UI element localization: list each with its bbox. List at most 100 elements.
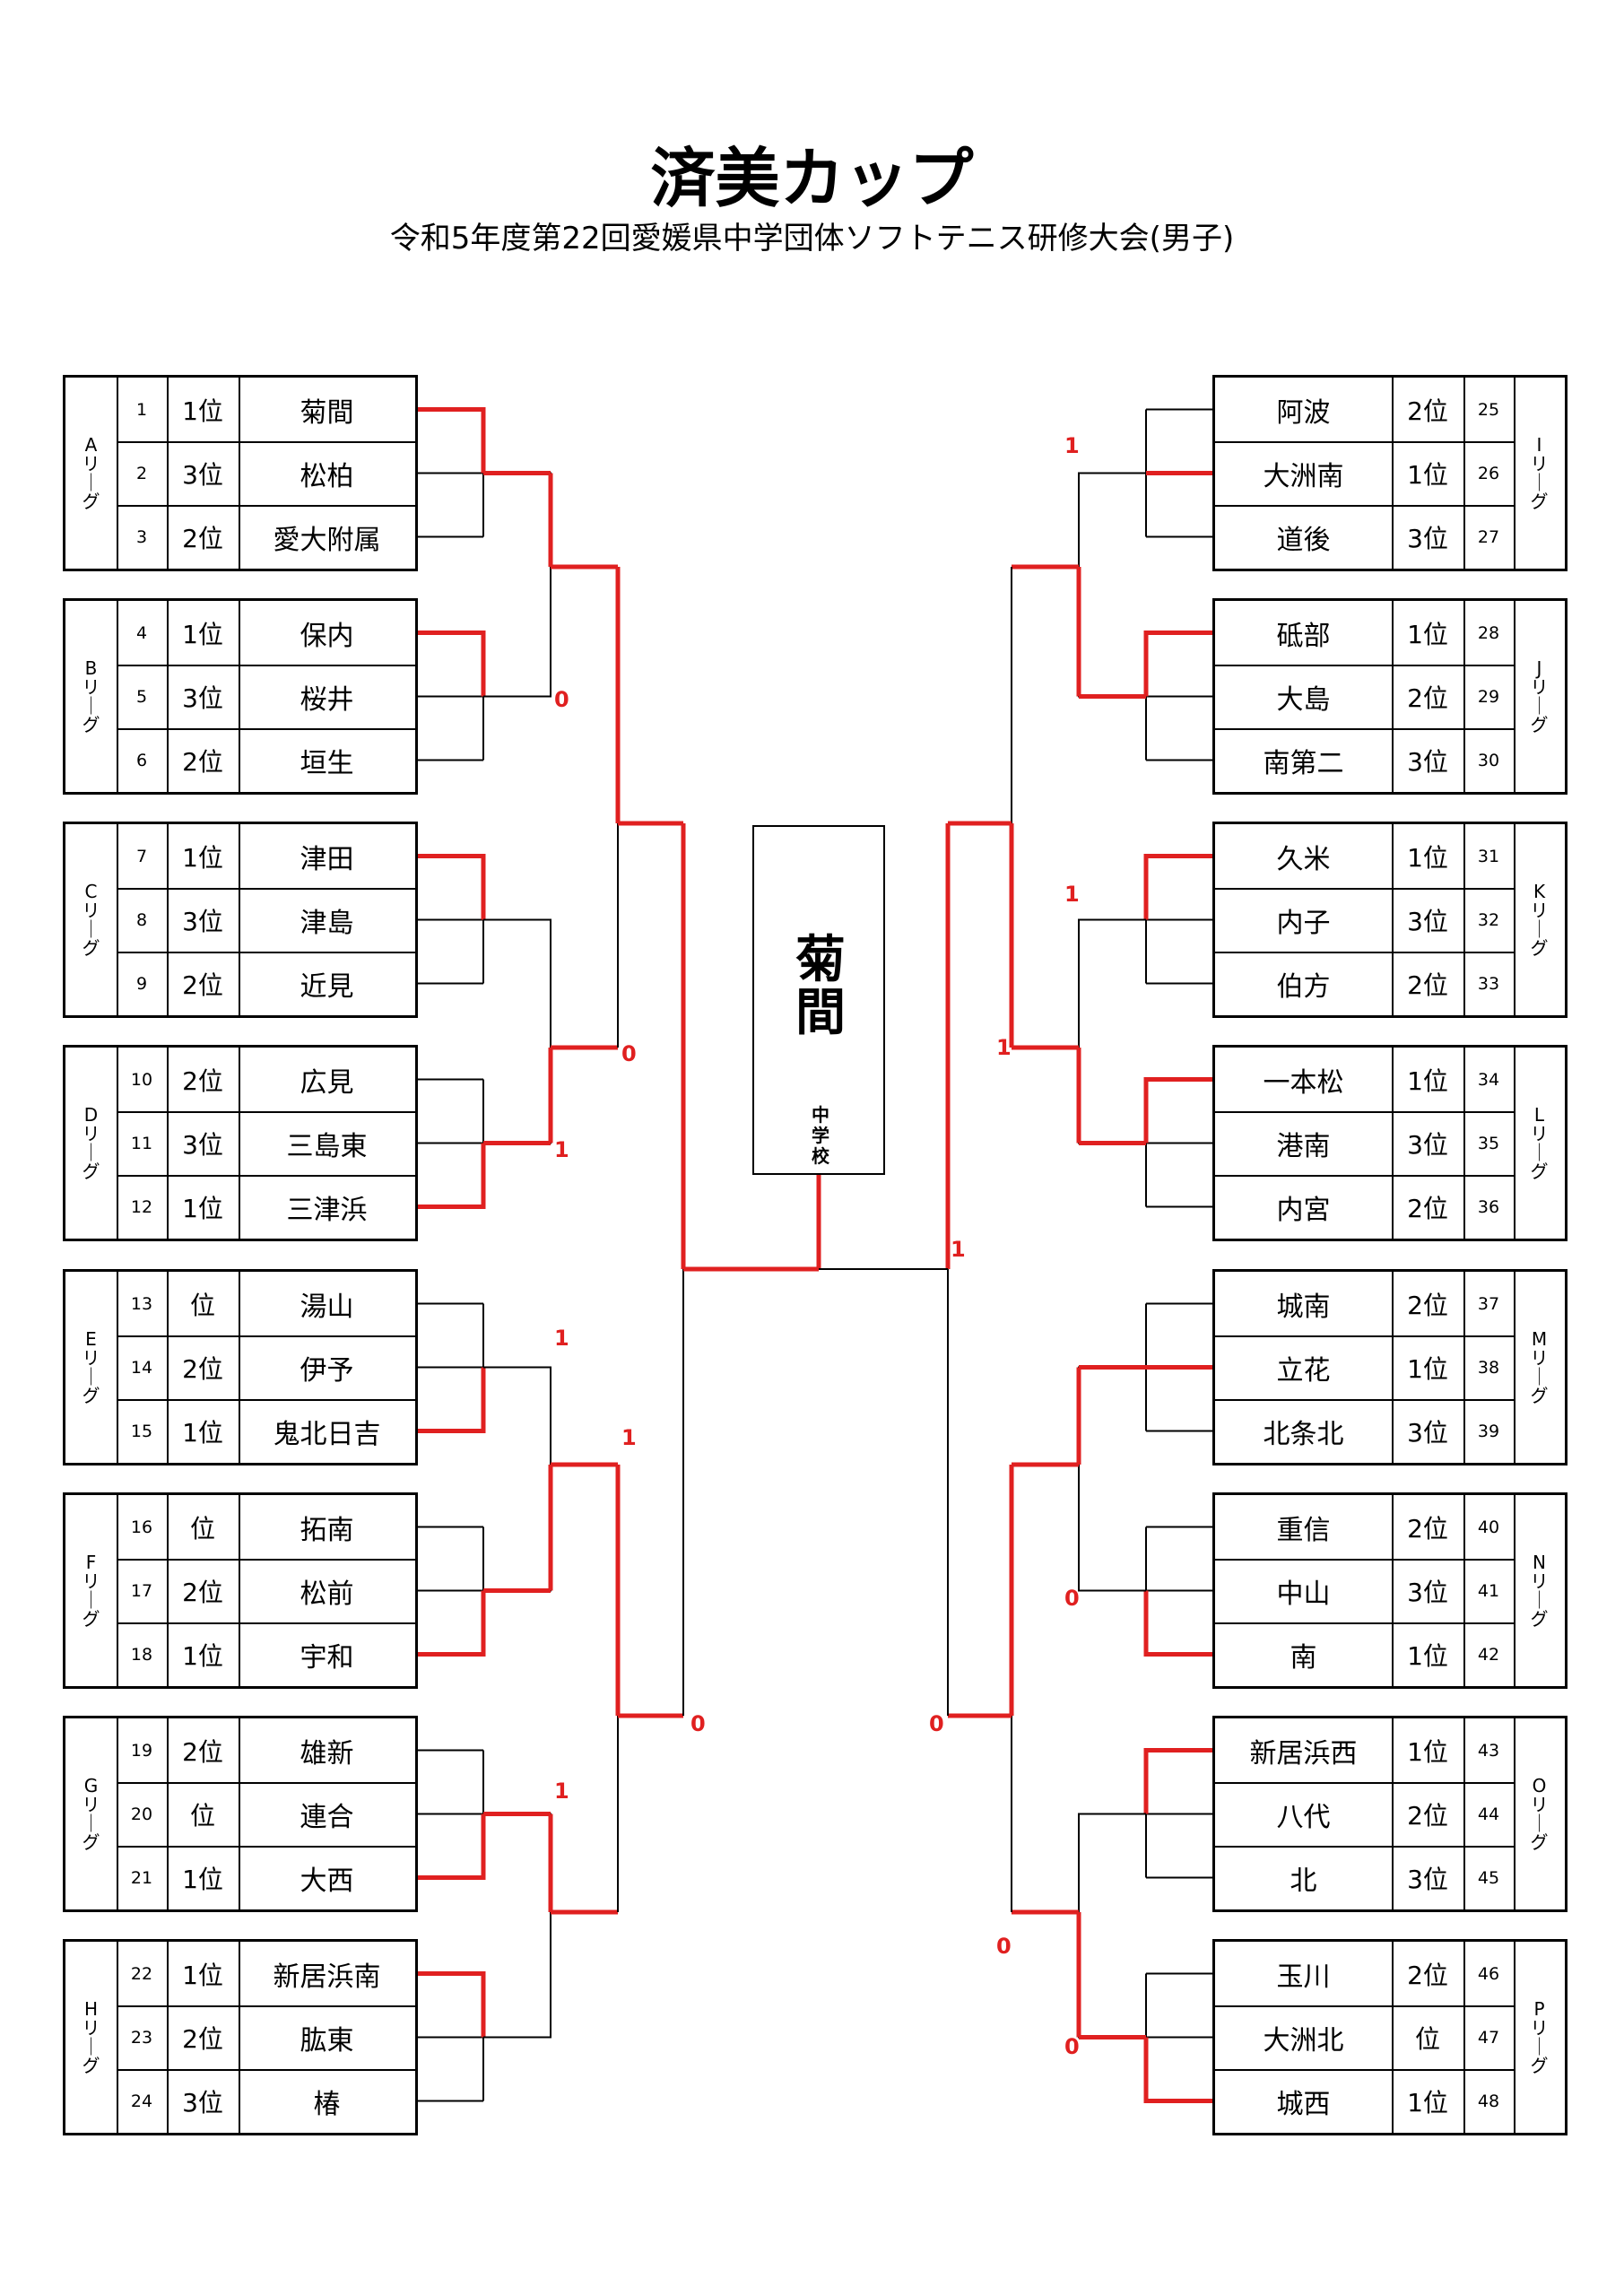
column-divider	[1514, 824, 1515, 1015]
seed-number: 7	[135, 846, 148, 866]
league-rank: 3位	[1407, 523, 1448, 553]
seed-number: 47	[1477, 2027, 1500, 2048]
champion-school-label: 中学校	[812, 1104, 829, 1167]
seed-number: 34	[1477, 1069, 1500, 1090]
league-rank: 2位	[182, 1736, 223, 1767]
column-divider	[1392, 1272, 1394, 1463]
seed-number: 42	[1477, 1644, 1500, 1665]
seed-number: 35	[1477, 1133, 1500, 1153]
seed-number: 41	[1477, 1580, 1500, 1601]
team-name: 保内	[300, 620, 354, 652]
match-score: 0	[554, 687, 569, 712]
column-divider	[117, 1048, 118, 1239]
team-name: 八代	[1276, 1801, 1331, 1833]
team-name: 城西	[1276, 2088, 1331, 2120]
team-name: 菊間	[300, 396, 354, 429]
team-name: 内子	[1276, 907, 1331, 939]
page-subtitle: 令和5年度第22回愛媛県中学団体ソフトテニス研修大会(男子)	[389, 221, 1235, 257]
league-rank: 1位	[182, 1960, 223, 1990]
match-score: 1	[621, 1425, 637, 1450]
seed-number: 3	[135, 526, 148, 547]
league-rank: 2位	[1407, 1800, 1448, 1831]
seed-number: 38	[1477, 1357, 1500, 1378]
champion-box: 菊間 中学校	[752, 825, 885, 1175]
seed-number: 13	[130, 1293, 153, 1314]
column-divider	[239, 1942, 240, 2133]
league-rank: 2位	[182, 1353, 223, 1384]
league-rank: 2位	[1407, 683, 1448, 713]
column-divider	[1514, 1718, 1515, 1909]
column-divider	[167, 378, 169, 569]
bracket-line	[418, 1971, 486, 2038]
column-divider	[167, 824, 169, 1015]
bracket-line	[483, 1366, 551, 1592]
bracket-line	[1143, 1590, 1212, 1657]
seed-number: 5	[135, 686, 148, 707]
league-rank: 位	[189, 1513, 215, 1544]
match-score: 0	[621, 1041, 637, 1066]
seed-number: 14	[130, 1357, 153, 1378]
column-divider	[117, 378, 118, 569]
league-rank: 3位	[182, 906, 223, 936]
seed-number: 15	[130, 1421, 153, 1441]
team-name: 湯山	[300, 1291, 354, 1323]
bracket-line	[418, 854, 486, 920]
team-name: 桜井	[300, 683, 354, 716]
seed-number: 23	[130, 2027, 153, 2048]
bracket-line	[418, 1813, 486, 1880]
column-divider	[117, 1718, 118, 1909]
seed-number: 45	[1477, 1867, 1500, 1888]
column-divider	[239, 601, 240, 792]
bracket-line	[1143, 1077, 1212, 1144]
team-name: 中山	[1276, 1578, 1331, 1610]
match-score: 1	[996, 1035, 1012, 1060]
column-divider	[1392, 601, 1394, 792]
match-score: 1	[951, 1237, 966, 1262]
match-score: 1	[554, 1779, 569, 1804]
bracket-line	[418, 1143, 486, 1209]
column-divider	[1463, 1942, 1465, 2133]
seed-number: 16	[130, 1517, 153, 1537]
team-name: 松前	[300, 1578, 354, 1610]
bracket-line	[418, 631, 486, 697]
column-divider	[1463, 1718, 1465, 1909]
league-rank: 3位	[1407, 746, 1448, 777]
column-divider	[1463, 1272, 1465, 1463]
column-divider	[1392, 824, 1394, 1015]
column-divider	[239, 1272, 240, 1463]
league-rank: 1位	[1407, 1736, 1448, 1767]
bracket-line	[1078, 472, 1146, 698]
team-name: 雄新	[300, 1737, 354, 1770]
league-rank: 1位	[1407, 2087, 1448, 2118]
team-name: 南第二	[1263, 747, 1344, 779]
seed-number: 30	[1477, 750, 1500, 770]
league-rank: 2位	[182, 1065, 223, 1096]
seed-number: 25	[1477, 399, 1500, 420]
seed-number: 32	[1477, 909, 1500, 930]
seed-number: 33	[1477, 973, 1500, 994]
league-rank: 3位	[182, 1129, 223, 1160]
bracket-line	[418, 1367, 486, 1433]
match-score: 1	[1064, 882, 1080, 907]
column-divider	[1514, 601, 1515, 792]
bracket-line	[1078, 918, 1146, 1144]
seed-number: 2	[135, 463, 148, 483]
team-name: 垣生	[300, 747, 354, 779]
